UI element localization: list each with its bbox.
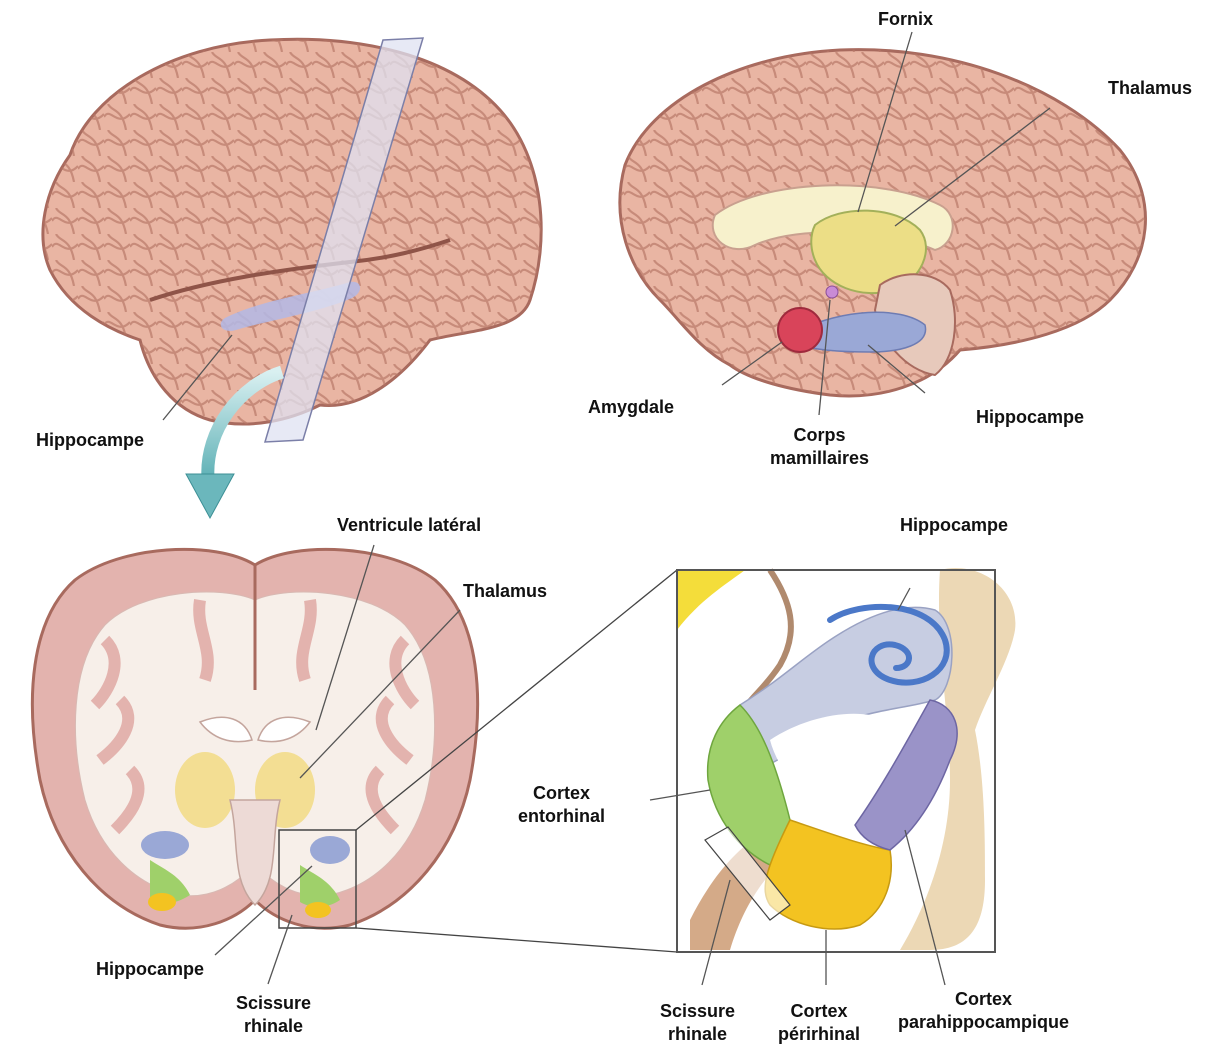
label-line-1: Scissure	[236, 992, 311, 1015]
label-line-1: Cortex	[778, 1000, 860, 1023]
label-corps-mamillaires: Corps mamillaires	[770, 424, 869, 470]
label-cortex-parahippocampique: Cortex parahippocampique	[898, 988, 1069, 1034]
label-cortex-perirhinal: Cortex périrhinal	[778, 1000, 860, 1046]
label-hippocampe-lateral: Hippocampe	[36, 429, 144, 452]
label-thalamus-top: Thalamus	[1108, 77, 1192, 100]
label-line-2: parahippocampique	[898, 1011, 1069, 1034]
label-line-1: Scissure	[660, 1000, 735, 1023]
zoom-connector	[356, 928, 677, 952]
medial-brain-view	[620, 32, 1146, 415]
label-line-1: Cortex	[898, 988, 1069, 1011]
coronal-thalamus-left	[175, 752, 235, 828]
coronal-perirhinal-right	[305, 902, 331, 918]
coronal-hippo-right	[310, 836, 350, 864]
mammillary-body	[826, 286, 838, 298]
label-hippocampe-coronal: Hippocampe	[96, 958, 204, 981]
label-line-2: rhinale	[660, 1023, 735, 1046]
label-line-1: Cortex	[518, 782, 605, 805]
label-line-2: rhinale	[236, 1015, 311, 1038]
coronal-hippo-left	[141, 831, 189, 859]
lateral-brain-view	[43, 38, 541, 442]
leader-line	[650, 790, 710, 800]
label-scissure-rhinale-detail: Scissure rhinale	[660, 1000, 735, 1046]
amygdala	[778, 308, 822, 352]
label-fornix: Fornix	[878, 8, 933, 31]
detail-top-yellow	[677, 570, 745, 630]
leader-line	[268, 915, 292, 984]
label-ventricule-lateral: Ventricule latéral	[337, 514, 481, 537]
label-hippocampe-detail: Hippocampe	[900, 514, 1008, 537]
label-line-1: Corps	[770, 424, 869, 447]
label-cortex-entorhinal: Cortex entorhinal	[518, 782, 605, 828]
label-line-2: périrhinal	[778, 1023, 860, 1046]
label-thalamus-coronal: Thalamus	[463, 580, 547, 603]
label-line-2: entorhinal	[518, 805, 605, 828]
label-scissure-rhinale-coronal: Scissure rhinale	[236, 992, 311, 1038]
label-amygdale: Amygdale	[588, 396, 674, 419]
coronal-perirhinal-left	[148, 893, 176, 911]
label-hippocampe-medial: Hippocampe	[976, 406, 1084, 429]
coronal-section	[32, 545, 677, 984]
label-line-2: mamillaires	[770, 447, 869, 470]
detail-view	[650, 568, 1015, 985]
